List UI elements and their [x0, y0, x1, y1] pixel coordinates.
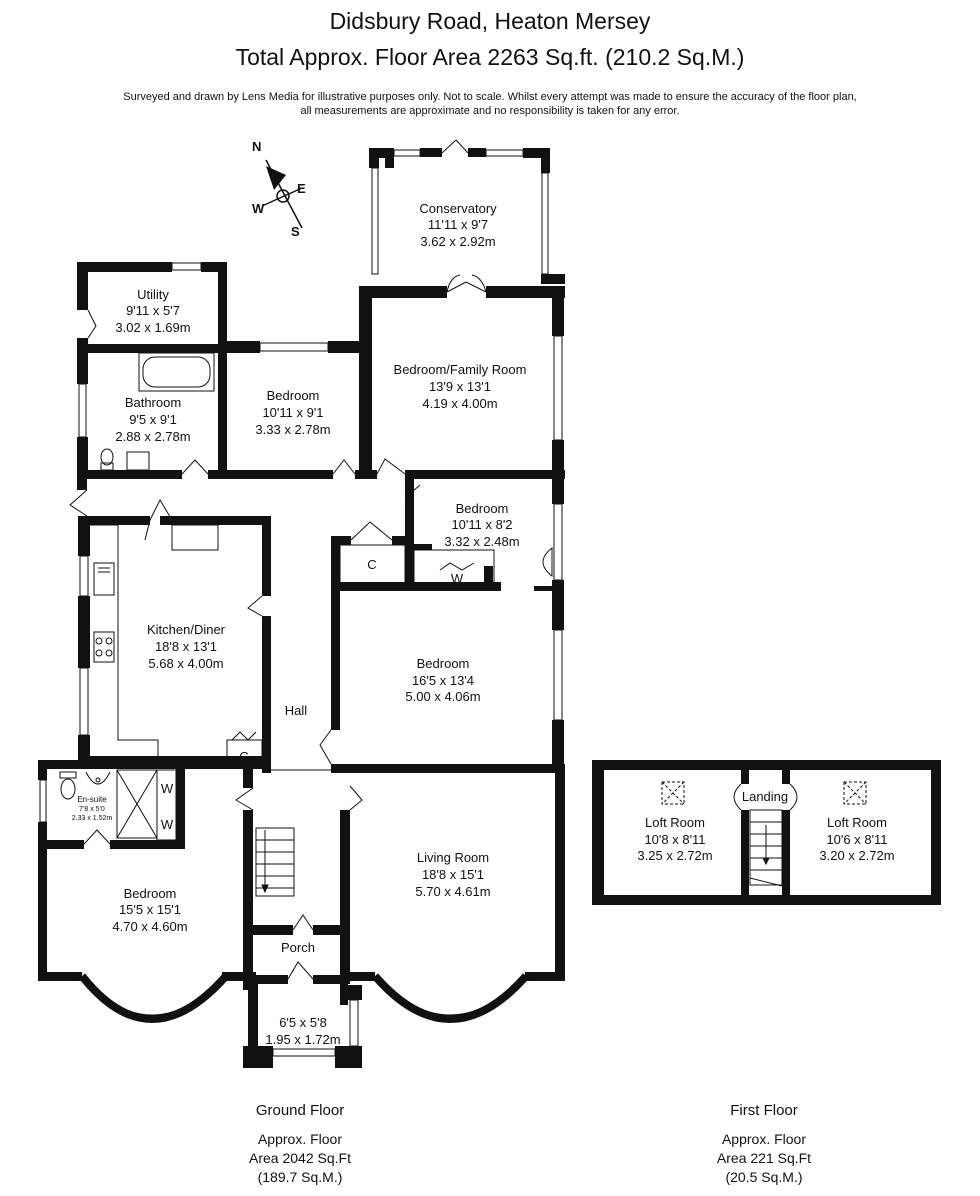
skylight-icon [661, 781, 685, 805]
plan-title: Didsbury Road, Heaton Mersey [329, 8, 651, 34]
porch-imperial: 6'5 x 5'8 [279, 1015, 327, 1030]
bedroom-bay-name: Bedroom [124, 886, 177, 901]
loft-right-metric: 3.20 x 2.72m [819, 848, 894, 863]
bay-windows [78, 973, 529, 1023]
bedroom-mid-name: Bedroom [456, 501, 509, 516]
ground-floor-walls [38, 148, 565, 1068]
chimney-breast [171, 524, 219, 551]
hob-icon [93, 631, 115, 663]
living-imperial: 18'8 x 15'1 [422, 867, 484, 882]
family-room-metric: 4.19 x 4.00m [422, 396, 497, 411]
compass-e: E [297, 181, 306, 196]
kitchen-imperial: 18'8 x 13'1 [155, 639, 217, 654]
ensuite-name: En-suite [77, 795, 107, 804]
first-floor-name: First Floor [730, 1102, 798, 1119]
ensuite-wardrobe-label-1: W [161, 781, 174, 796]
loft-left-metric: 3.25 x 2.72m [637, 848, 712, 863]
hall-name: Hall [285, 703, 308, 718]
sink-icon [93, 562, 115, 596]
loft-left-name: Loft Room [645, 815, 705, 830]
basin-icon [126, 451, 150, 471]
worktop [90, 524, 159, 765]
bedroom-bay-metric: 4.70 x 4.60m [112, 919, 187, 934]
disclaimer-line-2: all measurements are approximate and no … [300, 105, 680, 117]
ground-floor-area-line2: Area 2042 Sq.Ft [249, 1150, 351, 1166]
utility-name: Utility [137, 287, 169, 302]
porch-metric: 1.95 x 1.72m [265, 1032, 340, 1047]
wardrobe [413, 549, 495, 587]
basin-icon [85, 771, 111, 785]
bedroom-small-name: Bedroom [267, 388, 320, 403]
first-floor-fixtures [661, 781, 867, 887]
ensuite-imperial: 7'8 x 5'0 [79, 806, 105, 813]
compass-n: N [252, 139, 261, 154]
door-swings [69, 139, 487, 980]
basin-icon [542, 546, 553, 578]
bathroom-name: Bathroom [125, 395, 181, 410]
plan-total-area: Total Approx. Floor Area 2263 Sq.ft. (21… [235, 44, 745, 70]
bedroom-bay-imperial: 15'5 x 15'1 [119, 902, 181, 917]
first-floor-area-line3: (20.5 Sq.M.) [725, 1169, 803, 1185]
ground-floor-area-line1: Approx. Floor [257, 1131, 343, 1147]
ground-floor-caption: Ground Floor Approx. Floor Area 2042 Sq.… [200, 1101, 400, 1187]
landing-name: Landing [742, 789, 788, 804]
bedroom-large-name: Bedroom [417, 656, 470, 671]
kitchen-metric: 5.68 x 4.00m [148, 656, 223, 671]
toilet-icon [100, 448, 114, 466]
first-floor-caption: First Floor Approx. Floor Area 221 Sq.Ft… [664, 1101, 864, 1187]
utility-imperial: 9'11 x 5'7 [126, 303, 180, 318]
ground-floor-name: Ground Floor [255, 1102, 345, 1119]
conservatory-imperial: 11'11 x 9'7 [428, 217, 488, 232]
compass-w: W [252, 201, 265, 216]
kitchen-name: Kitchen/Diner [147, 622, 226, 637]
compass-s: S [291, 224, 300, 239]
family-room-imperial: 13'9 x 13'1 [429, 379, 491, 394]
bedroom-large-metric: 5.00 x 4.06m [405, 689, 480, 704]
utility-metric: 3.02 x 1.69m [115, 320, 190, 335]
living-name: Living Room [417, 850, 489, 865]
bedroom-large-imperial: 16'5 x 13'4 [412, 673, 474, 688]
conservatory-name: Conservatory [419, 201, 497, 216]
bedroom-mid-metric: 3.32 x 2.48m [444, 534, 519, 549]
bathroom-imperial: 9'5 x 9'1 [129, 412, 177, 427]
bath-icon [138, 352, 215, 392]
first-floor-walls [592, 760, 941, 905]
kitchen-cupboard-label: C [239, 749, 248, 764]
loft-staircase [749, 809, 783, 886]
toilet-icon [60, 778, 76, 800]
hall-cupboard [339, 544, 406, 584]
staircase [255, 827, 295, 897]
first-floor-area-line1: Approx. Floor [721, 1131, 807, 1147]
ground-floor-area-line3: (189.7 Sq.M.) [257, 1169, 343, 1185]
loft-left-imperial: 10'8 x 8'11 [644, 832, 705, 847]
ensuite-metric: 2.33 x 1.52m [72, 815, 113, 822]
disclaimer-line-1: Surveyed and drawn by Lens Media for ill… [123, 91, 857, 103]
porch-name: Porch [281, 940, 315, 955]
loft-right-imperial: 10'6 x 8'11 [826, 832, 887, 847]
skylight-icon [843, 781, 867, 805]
hall-cupboard-label: C [367, 557, 376, 572]
wardrobe-label: W [451, 571, 464, 586]
ensuite-wardrobe-label-2: W [161, 817, 174, 832]
compass-icon: N E W S [252, 139, 306, 239]
bedroom-small-imperial: 10'11 x 9'1 [262, 405, 323, 420]
bathroom-metric: 2.88 x 2.78m [115, 429, 190, 444]
kitchen-cupboard [226, 739, 263, 767]
fixtures [59, 352, 553, 897]
bedroom-small-metric: 3.33 x 2.78m [255, 422, 330, 437]
living-metric: 5.70 x 4.61m [415, 884, 490, 899]
family-room-name: Bedroom/Family Room [394, 362, 527, 377]
first-floor-area-line2: Area 221 Sq.Ft [716, 1150, 812, 1166]
ensuite-wardrobe [156, 769, 177, 841]
conservatory-metric: 3.62 x 2.92m [420, 234, 495, 249]
windows [39, 149, 563, 1057]
loft-right-name: Loft Room [827, 815, 887, 830]
bedroom-mid-imperial: 10'11 x 8'2 [451, 517, 512, 532]
